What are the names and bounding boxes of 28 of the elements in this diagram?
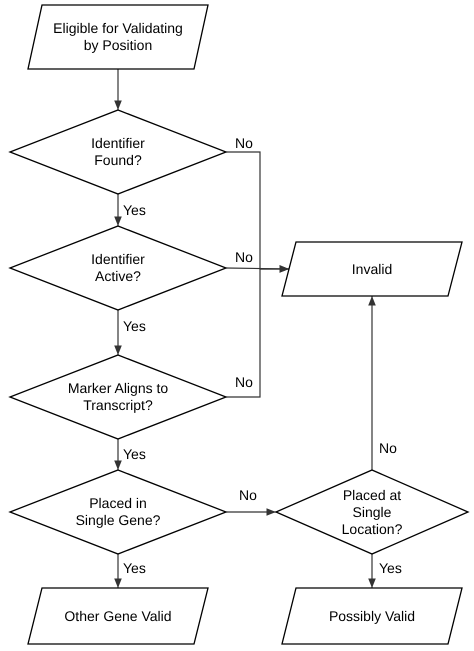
edge-label: No [234, 135, 254, 151]
node-label: Marker Aligns to Transcript? [66, 380, 170, 414]
edge-label: No [378, 440, 398, 456]
edge-label: No [238, 487, 258, 503]
node-label: Placed in Single Gene? [74, 495, 162, 529]
arrow [226, 265, 289, 398]
arrow [114, 554, 122, 588]
arrow [368, 296, 376, 470]
node-label: Invalid [352, 260, 392, 278]
edge-label: No [234, 249, 254, 265]
node-label: Placed at Single Location? [340, 486, 404, 538]
edge-label: No [234, 374, 254, 390]
node-label: Other Gene Valid [64, 608, 172, 624]
arrow [114, 69, 122, 110]
node-label: Identifier Found? [90, 135, 146, 169]
edge-label: Yes [122, 560, 147, 576]
arrow [114, 194, 122, 226]
edge-label: Yes [122, 446, 147, 462]
arrow [368, 554, 376, 588]
arrow [114, 439, 122, 470]
node-label: Possibly Valid [328, 608, 416, 624]
arrow [114, 310, 122, 355]
arrow [226, 508, 276, 516]
edge-label: Yes [122, 318, 147, 334]
edge-label: Yes [122, 202, 147, 218]
edge-label: Yes [378, 560, 403, 576]
node-label: Identifier Active? [90, 251, 146, 285]
node-label: Eligible for Validating by Position [53, 20, 183, 54]
